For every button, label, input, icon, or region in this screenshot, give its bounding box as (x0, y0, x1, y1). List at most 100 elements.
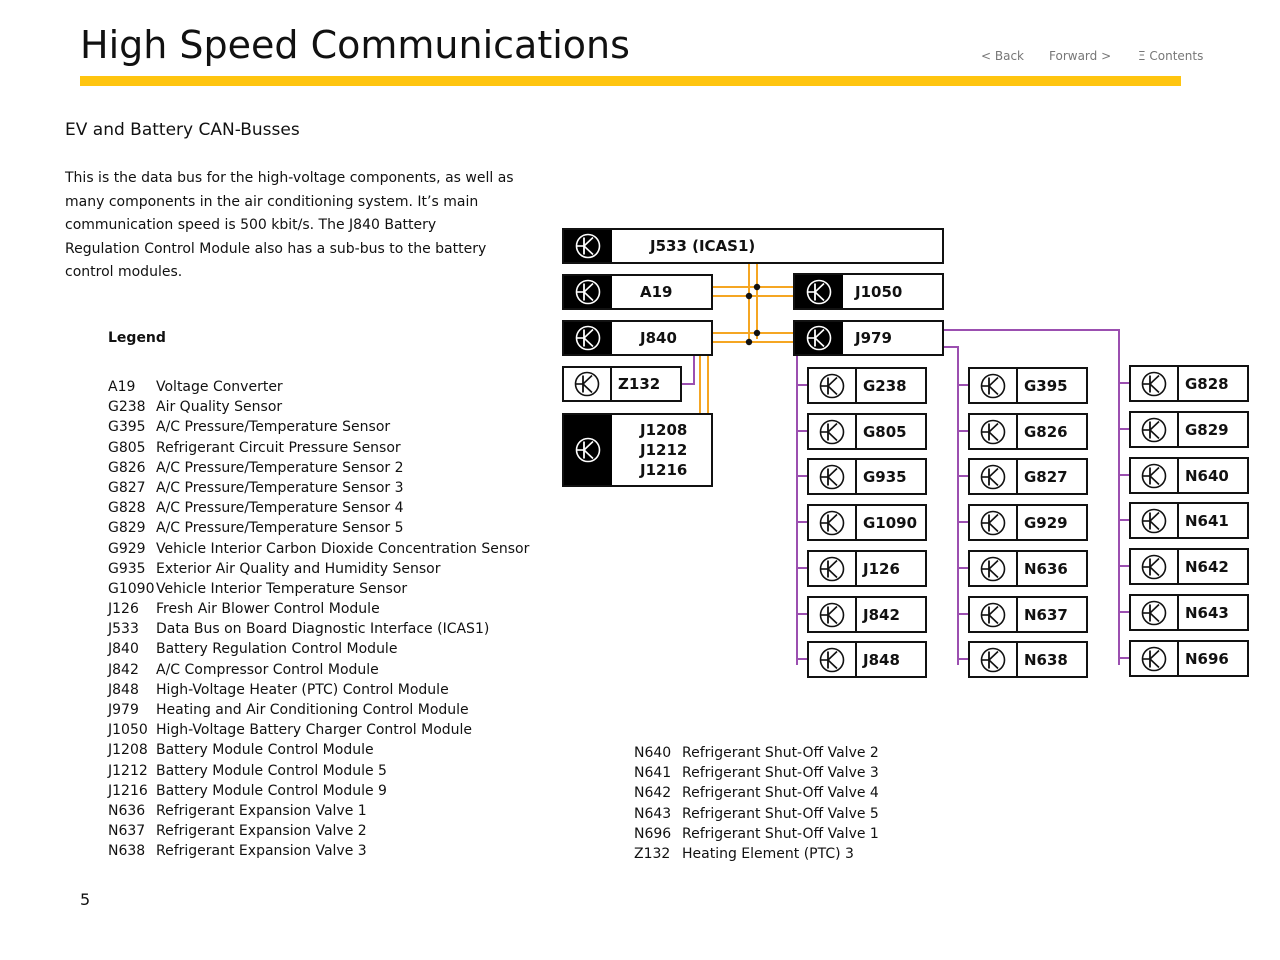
module-label: N638 (1024, 650, 1068, 669)
legend-description: Heating Element (PTC) 3 (682, 845, 854, 862)
control-module-icon (1131, 367, 1179, 400)
module-j840: J840 (562, 320, 713, 356)
module-label: J533 (ICAS1) (650, 237, 756, 255)
page-number: 5 (80, 890, 91, 909)
control-module-icon (1131, 459, 1179, 492)
control-module-icon (809, 460, 857, 493)
legend-description: Fresh Air Blower Control Module (156, 601, 380, 618)
module-g805: G805 (807, 413, 927, 450)
contents-link[interactable]: Ξ Contents (1138, 49, 1204, 63)
control-module-icon (1131, 550, 1179, 583)
module-j1208: J1208 J1212 J1216 (562, 413, 713, 487)
can-bus-trunk (748, 264, 758, 339)
module-label: N637 (1024, 605, 1068, 624)
module-z132: Z132 (562, 366, 682, 402)
legend-code: N642 (634, 785, 672, 802)
control-module-icon (1131, 413, 1179, 446)
legend-description: A/C Compressor Control Module (156, 661, 379, 678)
legend-code: G238 (108, 399, 146, 416)
legend-code: J1050 (108, 722, 148, 739)
legend-description: A/C Pressure/Temperature Sensor 3 (156, 479, 404, 496)
module-label: G395 (1024, 376, 1068, 395)
control-module-icon (564, 276, 612, 308)
legend-description: Vehicle Interior Temperature Sensor (156, 580, 408, 597)
control-module-icon (970, 415, 1018, 448)
control-module-icon (809, 506, 857, 539)
control-module-icon (970, 369, 1018, 402)
bus-middle-column-trunk (944, 346, 959, 665)
control-module-icon (970, 598, 1018, 631)
legend-item: G935 Exterior Air Quality and Humidity Se… (108, 559, 529, 579)
legend-description: Refrigerant Shut-Off Valve 1 (682, 825, 879, 842)
legend-code: G929 (108, 540, 146, 557)
legend-description: Refrigerant Shut-Off Valve 4 (682, 785, 879, 802)
legend-description: Refrigerant Shut-Off Valve 5 (682, 805, 879, 822)
module-g826: G826 (968, 413, 1088, 450)
legend-item: G827 A/C Pressure/Temperature Sensor 3 (108, 478, 529, 498)
module-label: J842 (863, 605, 900, 624)
bus-junction (753, 329, 761, 337)
legend-description: Battery Regulation Control Module (156, 641, 398, 658)
control-module-icon (564, 230, 612, 262)
module-g1090: G1090 (807, 504, 927, 541)
control-module-icon (970, 552, 1018, 585)
legend-code: J533 (108, 621, 139, 638)
page-title: High Speed Communications (80, 23, 630, 67)
legend-item: G238 Air Quality Sensor (108, 397, 529, 417)
module-j842: J842 (807, 596, 927, 633)
legend-description: Vehicle Interior Carbon Dioxide Concentr… (156, 540, 530, 557)
forward-link[interactable]: Forward > (1049, 49, 1112, 63)
can-bus-j840-j979 (713, 332, 793, 343)
legend-code: G827 (108, 479, 146, 496)
module-n641: N641 (1129, 502, 1249, 539)
module-label: G826 (1024, 422, 1068, 441)
legend-description: Air Quality Sensor (156, 399, 283, 416)
legend-code: J848 (108, 681, 139, 698)
legend-description: Voltage Converter (156, 379, 283, 395)
module-label: N643 (1185, 603, 1229, 622)
legend-item: Z132 Heating Element (PTC) 3 (634, 844, 879, 864)
module-g935: G935 (807, 458, 927, 495)
module-label: N636 (1024, 559, 1068, 578)
module-label: G827 (1024, 467, 1068, 486)
legend-code: Z132 (634, 845, 671, 862)
control-module-icon (809, 415, 857, 448)
legend-description: Refrigerant Expansion Valve 1 (156, 802, 367, 819)
control-module-icon (564, 368, 612, 400)
back-link[interactable]: < Back (981, 49, 1025, 63)
module-g828: G828 (1129, 365, 1249, 402)
legend-code: G935 (108, 560, 146, 577)
module-j848: J848 (807, 641, 927, 678)
control-module-icon (809, 598, 857, 631)
module-n636: N636 (968, 550, 1088, 587)
legend-description: A/C Pressure/Temperature Sensor 4 (156, 500, 404, 517)
control-module-icon (795, 322, 843, 354)
legend-description: Refrigerant Circuit Pressure Sensor (156, 439, 401, 456)
module-n638: N638 (968, 641, 1088, 678)
module-label: G828 (1185, 374, 1229, 393)
legend-description: Exterior Air Quality and Humidity Sensor (156, 560, 441, 577)
control-module-icon (809, 369, 857, 402)
control-module-icon (564, 322, 612, 354)
module-n642: N642 (1129, 548, 1249, 585)
module-g238: G238 (807, 367, 927, 404)
module-label: J126 (863, 559, 900, 578)
legend-code: J979 (108, 702, 139, 718)
module-label: A19 (640, 283, 673, 301)
